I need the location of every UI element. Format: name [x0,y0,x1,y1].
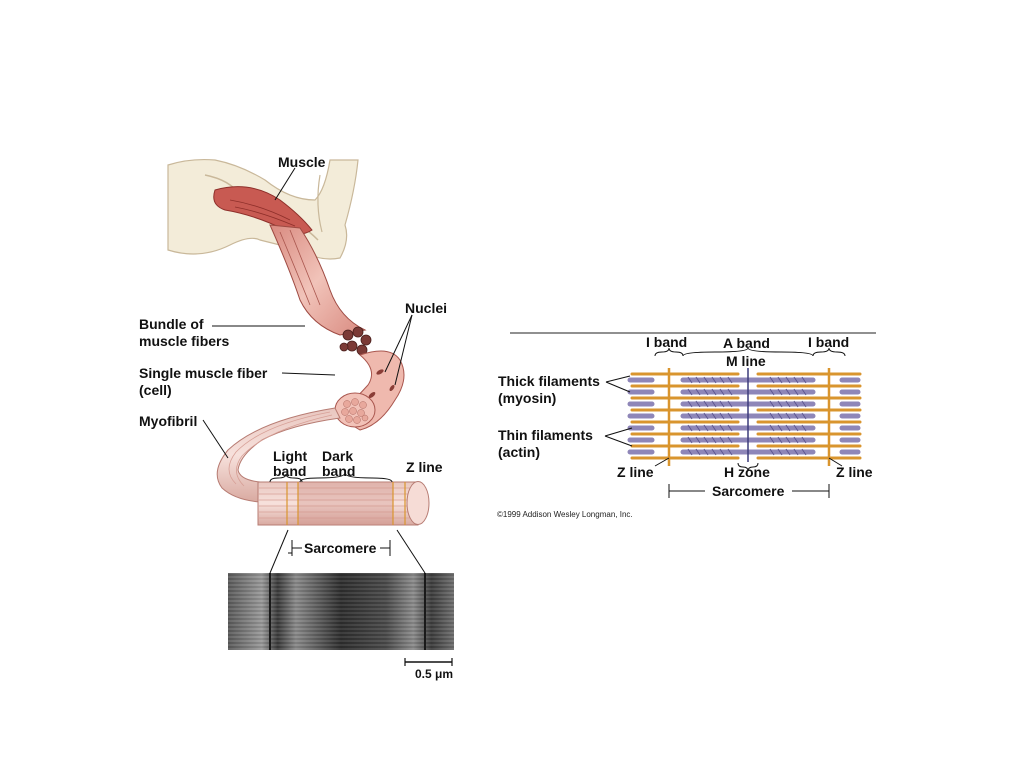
z-line-left-label: Z line [617,464,654,480]
dark-band-label-line1: Dark [322,448,353,464]
z-line-right-label: Z line [836,464,873,480]
filament-pointers [604,375,843,467]
light-band-label-line2: band [273,463,306,479]
light-band-brace [269,473,303,483]
arm-illustration [167,158,359,260]
myofibril [216,407,430,526]
dark-band-brace [299,472,393,483]
bundle-label-line1: Bundle of [139,316,204,332]
nucleus-icon [376,369,384,375]
thick-filaments-label-line2: (myosin) [498,390,556,406]
muscle-label: Muscle [278,154,326,170]
single-fiber-label-line2: (cell) [139,382,172,398]
i-band-right-label: I band [808,334,849,350]
electron-micrograph [228,573,454,650]
muscle-hierarchy-figure: 0.5 μm Muscle Bundle of muscle fibers [139,154,454,681]
myofibril-label: Myofibril [139,413,197,429]
i-band-right-brace [812,347,846,357]
sarcomere-label-right: Sarcomere [712,483,785,499]
edge-thick-filaments [627,377,861,455]
a-band-label: A band [723,335,770,351]
light-band-label-line1: Light [273,448,308,464]
h-zone-brace [737,462,759,472]
fascicle-bundle-ends [339,326,372,356]
sarcomere-label-left: Sarcomere [304,540,377,556]
thick-filaments-label-line1: Thick filaments [498,373,600,389]
m-line-label: M line [726,353,766,369]
nucleus-icon [389,384,395,392]
h-zone-label: H zone [724,464,770,480]
dark-band-label-line2: band [322,463,355,479]
single-fiber-label-line1: Single muscle fiber [139,365,268,381]
sarcomere-bracket-left [291,540,391,556]
thin-filaments [630,372,862,460]
copyright-text: ©1999 Addison Wesley Longman, Inc. [497,510,633,519]
i-band-left-brace [654,347,684,357]
sarcomere-bracket-right [668,484,830,498]
nucleus-icon [368,392,376,398]
scale-bar: 0.5 μm [404,658,453,681]
sarcomere-structure-figure: I band A band I band M line [497,332,876,519]
leader-lines [202,167,426,574]
nuclei-label: Nuclei [405,300,447,316]
i-band-left-label: I band [646,334,687,350]
thin-filaments-label-line2: (actin) [498,444,540,460]
a-band-brace [682,347,814,357]
thin-filaments-label-line1: Thin filaments [498,427,593,443]
bundle-label-line2: muscle fibers [139,333,229,349]
filament-diagram [627,368,862,466]
z-line-label: Z line [406,459,443,475]
myosin-heads [687,376,807,456]
scale-label: 0.5 μm [415,667,453,681]
single-muscle-fiber [334,350,405,431]
